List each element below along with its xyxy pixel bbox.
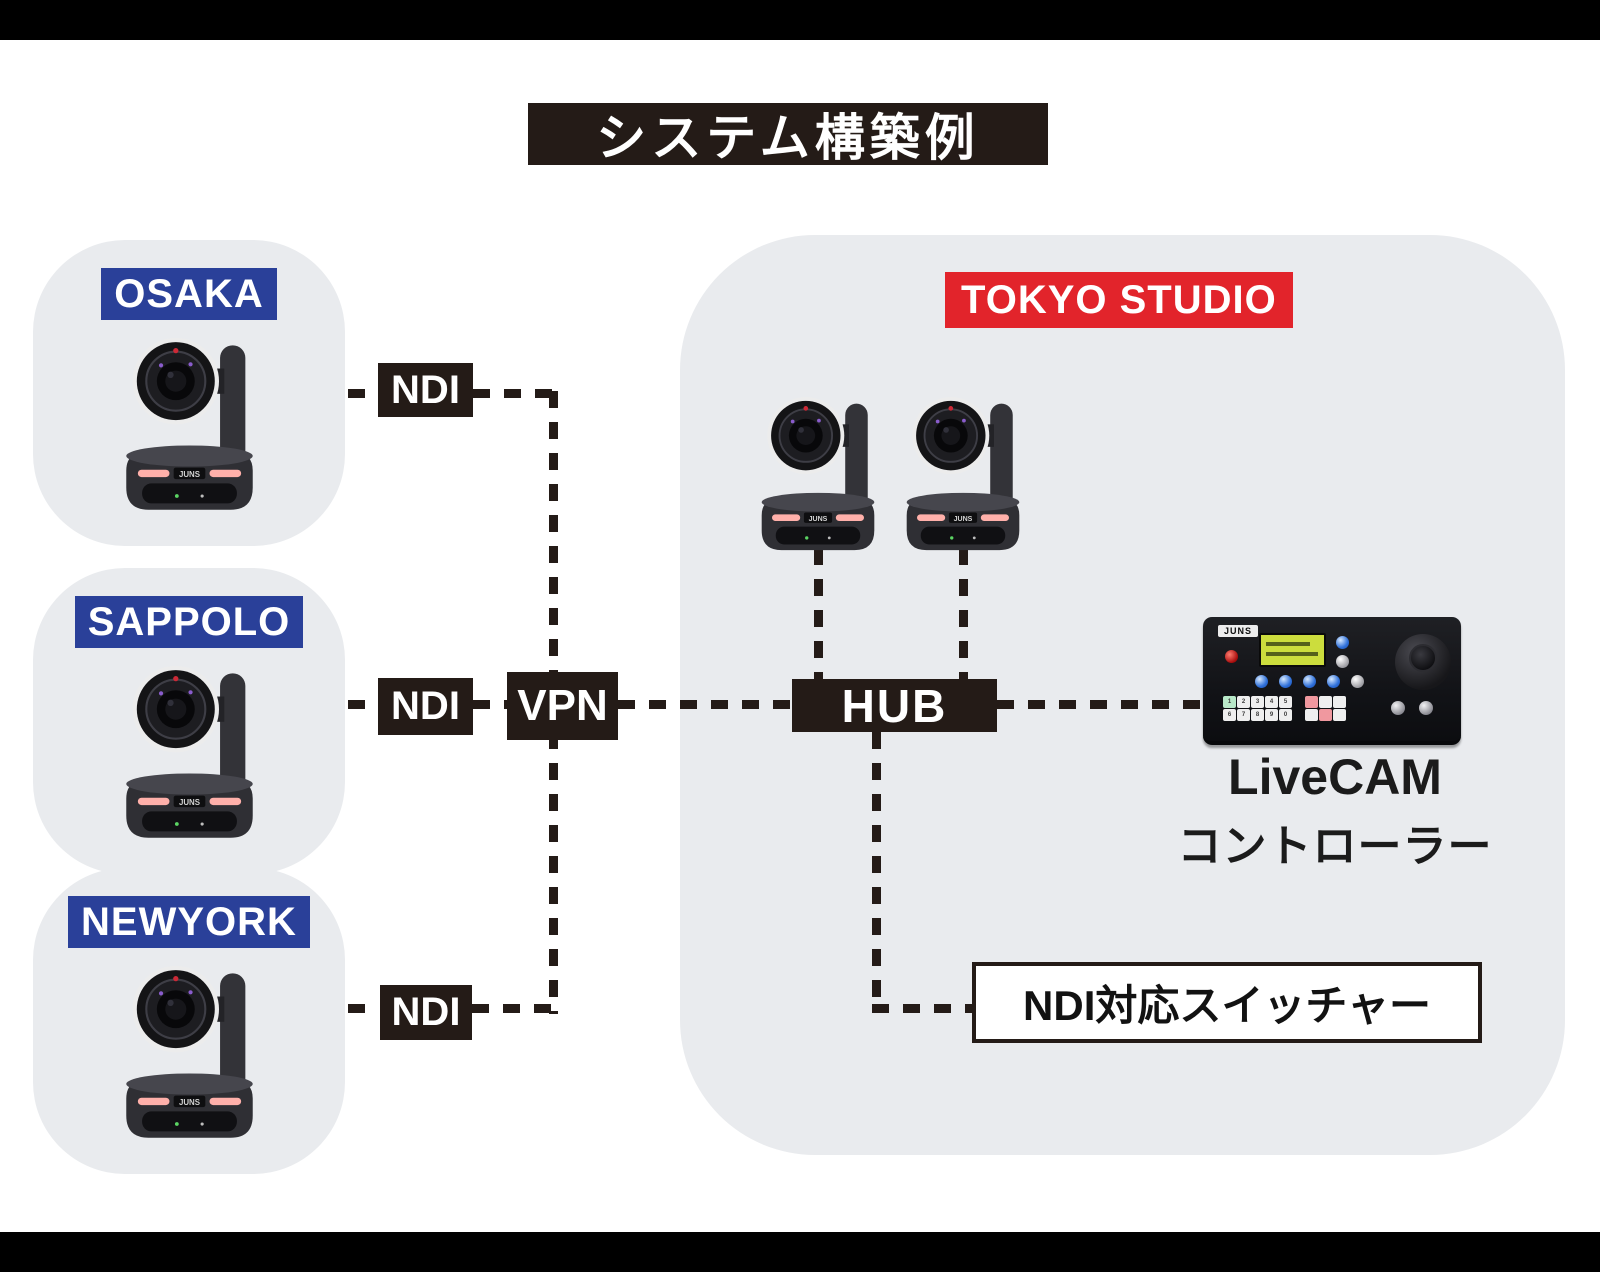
- connector-sappolo-to-ndi: [348, 700, 378, 709]
- livecam-controller-device: JUNS 1 2 3 4 5 6 7 8 9 0: [1203, 617, 1461, 745]
- controller-button-blue: [1279, 675, 1292, 688]
- controller-button-silver: [1391, 701, 1405, 715]
- controller-button-blue: [1327, 675, 1340, 688]
- keypad-key: 8: [1251, 709, 1264, 721]
- function-key: [1305, 709, 1318, 721]
- studio-camera-1-icon: [757, 383, 879, 552]
- keypad-key: 3: [1251, 696, 1264, 708]
- keypad-key: 9: [1265, 709, 1278, 721]
- connector-hub-to-switcher: [872, 1004, 972, 1013]
- keypad-key: 1: [1223, 696, 1236, 708]
- controller-caption: LiveCAM コントローラー: [1145, 748, 1525, 874]
- function-key: [1319, 696, 1332, 708]
- keypad-key: 4: [1265, 696, 1278, 708]
- connector-ndi3-to-trunk: [472, 1004, 558, 1013]
- keypad-key: 6: [1223, 709, 1236, 721]
- controller-button-blue: [1336, 636, 1349, 649]
- ndi-switcher-box: NDI対応スイッチャー: [972, 962, 1482, 1043]
- site-block-sappolo: SAPPOLO: [33, 568, 345, 874]
- connector-camera1-to-hub: [814, 548, 823, 679]
- connector-ndi2-to-vpn: [473, 700, 507, 709]
- ndi-switcher-label: NDI対応スイッチャー: [1023, 982, 1431, 1029]
- controller-button-blue: [1255, 675, 1268, 688]
- hub-tag: HUB: [792, 679, 997, 732]
- connector-vpn-to-hub: [618, 700, 792, 709]
- keypad-key: 0: [1279, 709, 1292, 721]
- connector-hub-down: [872, 732, 881, 1008]
- ndi-tag-sappolo: NDI: [378, 678, 473, 735]
- function-key: [1333, 709, 1346, 721]
- controller-button-gray: [1351, 675, 1364, 688]
- function-key: [1333, 696, 1346, 708]
- site-label-sappolo: SAPPOLO: [74, 596, 304, 648]
- keypad-key: 7: [1237, 709, 1250, 721]
- controller-function-keypad: [1305, 696, 1346, 721]
- site-label-osaka: OSAKA: [101, 268, 277, 320]
- site-block-newyork: NEWYORK: [33, 868, 345, 1174]
- controller-record-button: [1225, 650, 1238, 663]
- top-letterbox-bar: [0, 0, 1600, 40]
- studio-label: TOKYO STUDIO: [945, 272, 1293, 328]
- site-block-osaka: OSAKA: [33, 240, 345, 546]
- ndi-tag-osaka: NDI: [378, 363, 473, 417]
- connector-camera2-to-hub: [959, 548, 968, 679]
- studio-camera-2-icon: [902, 383, 1024, 552]
- ndi-tag-newyork: NDI: [380, 985, 472, 1040]
- ptz-camera-newyork-icon: [121, 950, 258, 1140]
- bottom-letterbox-bar: [0, 1232, 1600, 1272]
- controller-joystick: [1395, 634, 1451, 690]
- ptz-camera-osaka-icon: [121, 322, 258, 512]
- keypad-key: 5: [1279, 696, 1292, 708]
- connector-hub-to-controller: [997, 700, 1203, 709]
- controller-button-gray: [1336, 655, 1349, 668]
- controller-caption-line1: LiveCAM: [1228, 749, 1442, 805]
- controller-brand-badge: JUNS: [1218, 625, 1259, 637]
- controller-button-silver: [1419, 701, 1433, 715]
- controller-number-keypad: 1 2 3 4 5 6 7 8 9 0: [1223, 696, 1292, 721]
- connector-newyork-to-ndi: [348, 1004, 378, 1013]
- page-title: システム構築例: [528, 103, 1048, 166]
- function-key: [1319, 709, 1332, 721]
- controller-button-blue: [1303, 675, 1316, 688]
- keypad-key: 2: [1237, 696, 1250, 708]
- function-key: [1305, 696, 1318, 708]
- connector-osaka-to-ndi: [348, 389, 378, 398]
- controller-caption-line2: コントローラー: [1177, 822, 1493, 871]
- site-label-newyork: NEWYORK: [68, 896, 310, 948]
- vpn-tag: VPN: [507, 672, 618, 740]
- controller-lcd-screen: [1259, 633, 1326, 667]
- connector-ndi1-to-trunk: [473, 389, 558, 398]
- ptz-camera-sappolo-icon: [121, 650, 258, 840]
